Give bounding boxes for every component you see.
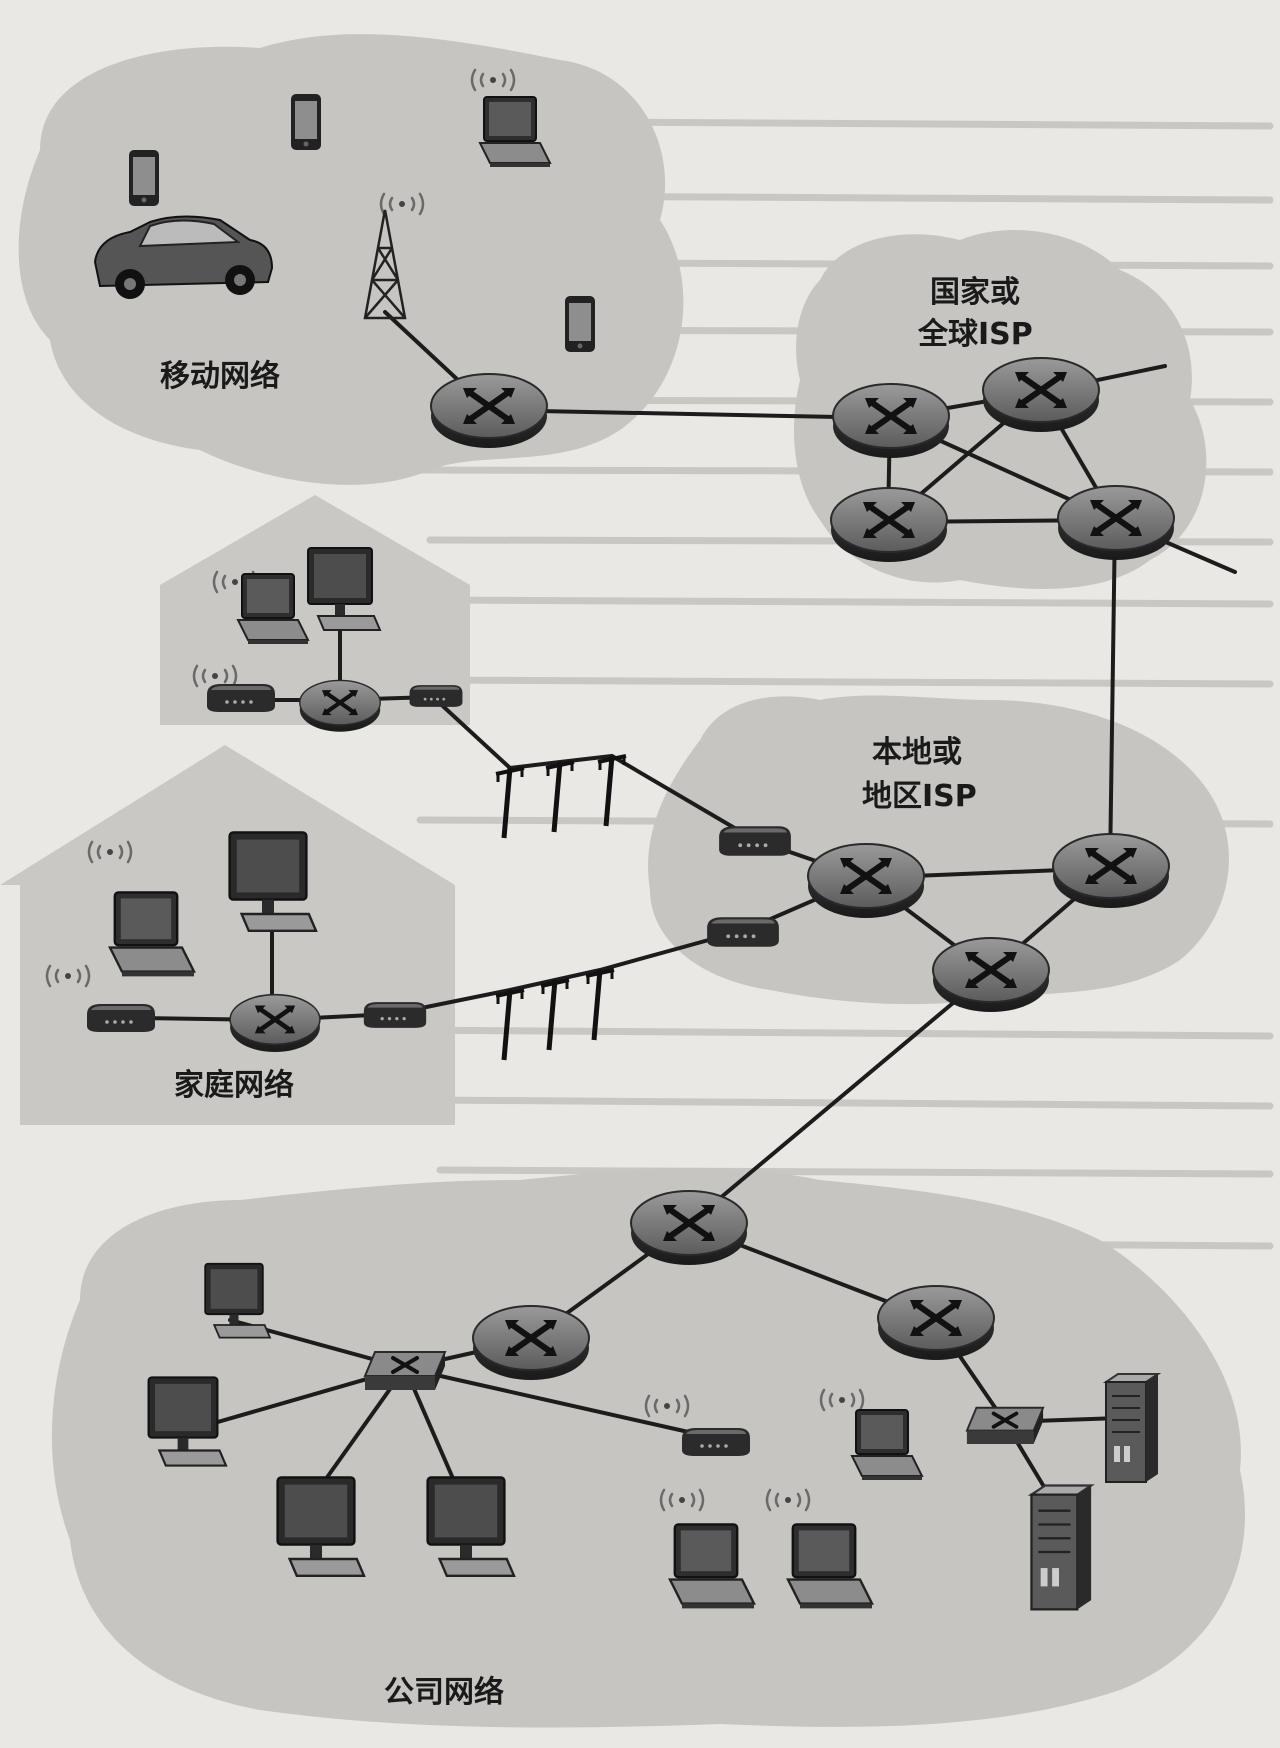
server-icon <box>1105 1373 1159 1483</box>
router-icon <box>808 844 924 918</box>
local-isp-label-line2: 地区ISP <box>862 779 977 814</box>
router-icon <box>878 1286 994 1360</box>
switch-icon <box>964 1405 1046 1446</box>
phone-icon <box>291 94 321 150</box>
router-icon <box>431 374 547 448</box>
modem-icon <box>707 917 779 947</box>
mobile-network-label: 移动网络 <box>160 359 280 394</box>
home-network-upper-house <box>160 495 470 725</box>
local-isp-region <box>648 695 1229 1005</box>
desktop-icon <box>426 1476 516 1578</box>
home-network-lower: 家庭网络 <box>45 831 427 1103</box>
router-icon <box>1053 834 1169 908</box>
enterprise-network-label: 公司网络 <box>384 1675 504 1710</box>
router-icon <box>983 358 1099 432</box>
utility-pole-icon <box>496 990 524 1060</box>
modem-icon <box>719 826 791 856</box>
modem-icon <box>409 685 463 707</box>
router-icon <box>300 680 380 731</box>
router-icon <box>933 938 1049 1012</box>
switch-icon <box>363 1350 447 1392</box>
modem-icon <box>87 1004 155 1032</box>
phone-icon <box>129 150 159 206</box>
router-icon <box>473 1306 589 1380</box>
enterprise-network: 公司网络 <box>147 1262 1159 1710</box>
desktop-icon <box>276 1476 366 1578</box>
router-icon <box>831 488 947 562</box>
server-icon <box>1030 1484 1093 1611</box>
utility-pole-icon <box>598 756 626 826</box>
router-icon <box>833 384 949 458</box>
global-isp-label-line1: 国家或 <box>930 275 1020 310</box>
desktop-icon <box>228 831 318 932</box>
router-icon <box>631 1191 747 1265</box>
modem-icon <box>682 1428 750 1456</box>
utility-poles <box>496 756 626 1060</box>
home-network-label: 家庭网络 <box>174 1068 294 1103</box>
car-icon <box>93 215 274 299</box>
router-icon <box>230 995 320 1052</box>
global-isp-label-line2: 全球ISP <box>917 317 1033 352</box>
cell-tower-icon <box>363 209 407 320</box>
utility-pole-icon <box>541 980 569 1050</box>
desktop-icon <box>204 1262 271 1339</box>
router-icon <box>1058 486 1174 560</box>
phone-icon <box>565 296 595 352</box>
utility-pole-icon <box>496 768 524 838</box>
modem-icon <box>207 684 275 712</box>
mobile-network: 移动网络 <box>93 68 595 394</box>
desktop-icon <box>307 547 381 631</box>
desktop-icon <box>147 1376 228 1467</box>
modem-icon <box>363 1002 427 1028</box>
local-isp-label-line1: 本地或 <box>872 735 962 770</box>
